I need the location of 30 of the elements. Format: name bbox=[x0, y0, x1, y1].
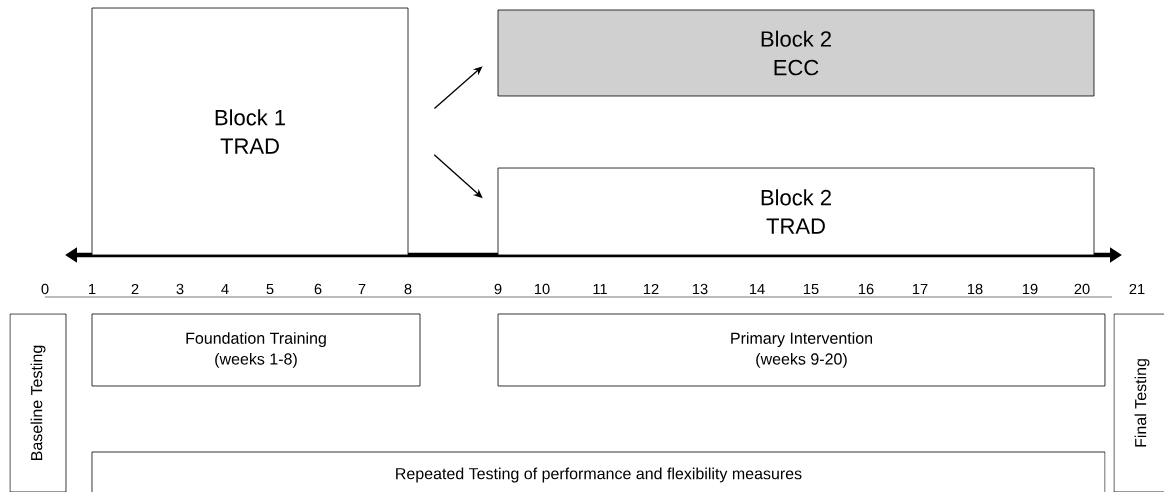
tick-label: 18 bbox=[967, 283, 983, 295]
tick-label: 5 bbox=[266, 283, 274, 295]
tick-label: 4 bbox=[221, 283, 229, 295]
tick-label: 13 bbox=[692, 283, 708, 295]
tick-label: 9 bbox=[494, 283, 502, 295]
tick-label: 8 bbox=[404, 283, 412, 295]
tick-label: 11 bbox=[593, 283, 607, 295]
tick-label: 21 bbox=[1129, 283, 1145, 295]
phase-box: Foundation Training (weeks 1-8) bbox=[91, 313, 421, 387]
tick-label: 10 bbox=[534, 283, 550, 295]
tick-label: 1 bbox=[89, 283, 96, 295]
tick-label: 7 bbox=[358, 283, 366, 295]
testing-box: Final Testing bbox=[1113, 313, 1164, 492]
testing-box: Baseline Testing bbox=[9, 313, 67, 492]
block-box: Block 1 TRAD bbox=[91, 7, 409, 256]
tick-label: 12 bbox=[643, 283, 659, 295]
testing-box: Repeated Testing of performance and flexibility measures bbox=[91, 451, 1106, 492]
block-box: Block 2 ECC bbox=[497, 9, 1095, 97]
tick-label: 6 bbox=[314, 283, 322, 295]
tick-label: 0 bbox=[41, 283, 49, 295]
tick-label: 16 bbox=[858, 283, 874, 295]
tick-label: 15 bbox=[803, 283, 819, 295]
phase-box: Primary Intervention (weeks 9-20) bbox=[497, 313, 1106, 387]
tick-label: 17 bbox=[912, 283, 928, 295]
block-box: Block 2 TRAD bbox=[497, 167, 1095, 256]
tick-label: 3 bbox=[176, 283, 184, 295]
tick-label: 19 bbox=[1022, 283, 1038, 295]
tick-label: 2 bbox=[131, 283, 139, 295]
tick-label: 14 bbox=[749, 283, 765, 295]
tick-label: 20 bbox=[1074, 283, 1090, 295]
